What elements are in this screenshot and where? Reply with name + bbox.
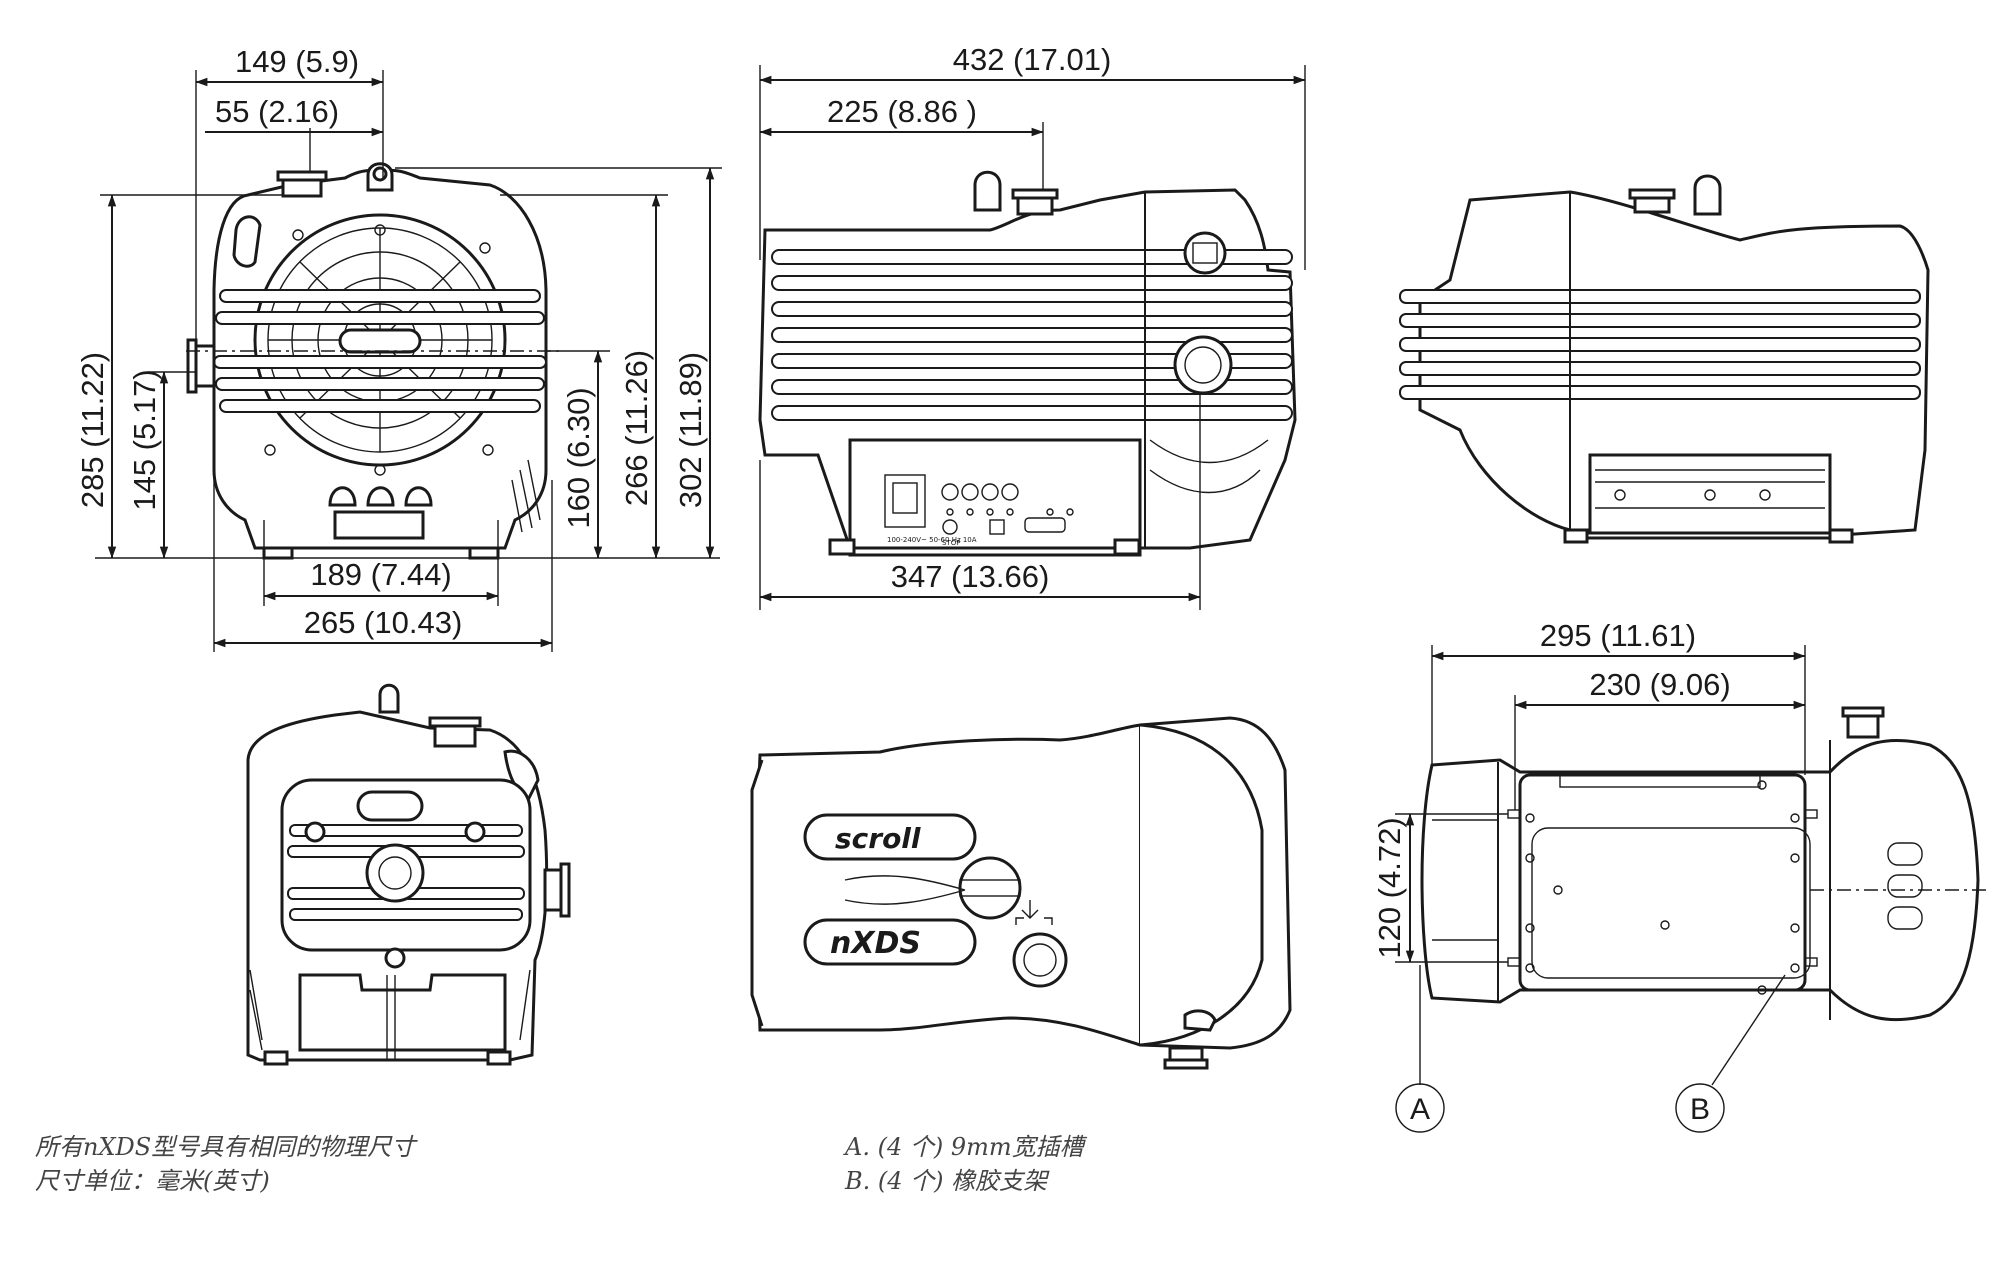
dim-front-inlet-offset: 55 (2.16): [215, 94, 339, 129]
note-units: 尺寸单位：毫米(英寸): [35, 1167, 270, 1195]
legend-a: A. (4 个) 9mm宽插槽: [845, 1133, 1084, 1161]
dim-side-base-length: 347 (13.66): [891, 559, 1050, 594]
dim-front-height-exhaust: 160 (6.30): [561, 387, 596, 528]
dim-front-height-inlet: 145 (5.17): [127, 369, 162, 510]
front-fins: [213, 289, 547, 413]
dim-side-inlet-offset: 225 (8.86 ): [827, 94, 977, 129]
dim-front-height-302: 302 (11.89): [673, 352, 708, 508]
legend-b: B. (4 个) 橡胶支架: [845, 1167, 1048, 1195]
dim-bottom-length-slots: 230 (9.06): [1589, 667, 1730, 702]
callout-a-circle: [1395, 1083, 1445, 1133]
other-side-fins: [1399, 289, 1921, 400]
logo-scroll: scroll: [835, 822, 921, 855]
panel-rating: 100-240V~ 50-60 Hz 10A: [887, 536, 977, 544]
logo-nxds: nXDS: [830, 926, 921, 961]
front-view: 149 (5.9) 55 (2.16) 285 (11.22) 145 (5.1…: [75, 44, 722, 652]
notes-general: 所有nXDS型号具有相同的物理尺寸 尺寸单位：毫米(英寸): [35, 1130, 415, 1198]
note-same-dimensions: 所有nXDS型号具有相同的物理尺寸: [35, 1133, 416, 1161]
callout-b: B: [1690, 1093, 1710, 1126]
rear-view: [246, 683, 571, 1066]
callout-a: A: [1410, 1093, 1430, 1126]
top-view: scroll nXDS: [750, 716, 1292, 1070]
dim-bottom-length-overall: 295 (11.61): [1540, 618, 1696, 653]
side-fins: [771, 249, 1293, 421]
dim-front-feet-width: 189 (7.44): [310, 557, 451, 592]
notes-legend: A. (4 个) 9mm宽插槽 B. (4 个) 橡胶支架: [845, 1130, 1084, 1198]
dim-front-height-266: 266 (11.26): [619, 350, 654, 506]
bottom-view: 295 (11.61) 230 (9.06) 120 (4.72) A B: [1372, 618, 1990, 1133]
side-view: 100-240V~ 50-60 Hz 10A STOP 432 (17.01) …: [758, 42, 1306, 610]
dim-front-width-top: 149 (5.9): [235, 44, 359, 79]
dim-bottom-slot-spacing: 120 (4.72): [1372, 817, 1407, 958]
dim-side-length-overall: 432 (17.01): [953, 42, 1112, 77]
other-side-view: [1399, 174, 1930, 544]
panel-stop: STOP: [942, 539, 960, 547]
dim-front-base-width: 265 (10.43): [304, 605, 463, 640]
dim-front-height-overall: 285 (11.22): [75, 352, 110, 508]
callout-b-circle: [1675, 1083, 1725, 1133]
